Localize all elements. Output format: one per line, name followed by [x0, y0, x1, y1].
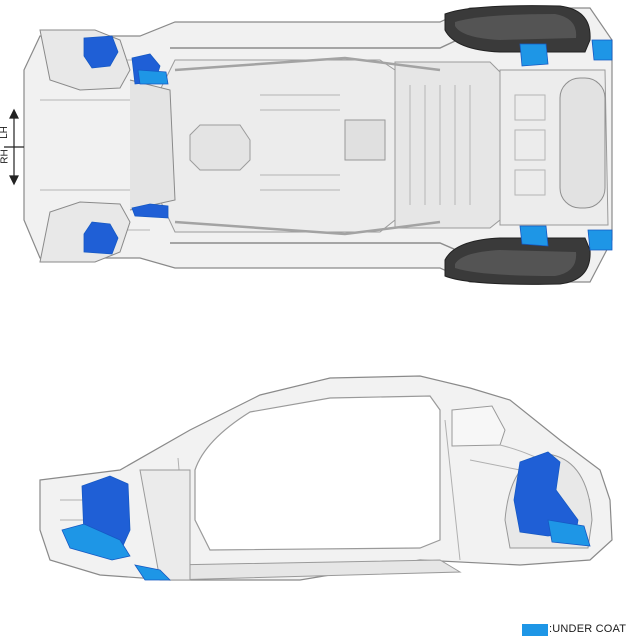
rh-label: RH	[0, 149, 11, 164]
rear-wheel-arch-rh	[444, 237, 591, 285]
direction-arrow	[4, 108, 24, 186]
underbody-floor	[23, 7, 613, 283]
lh-label: LH	[0, 126, 10, 139]
rear-wheel-arch-lh	[444, 5, 591, 53]
legend-swatch	[522, 624, 548, 636]
undercoat-areas-underbody	[83, 35, 613, 255]
legend-label: :UNDER COAT	[549, 623, 627, 635]
